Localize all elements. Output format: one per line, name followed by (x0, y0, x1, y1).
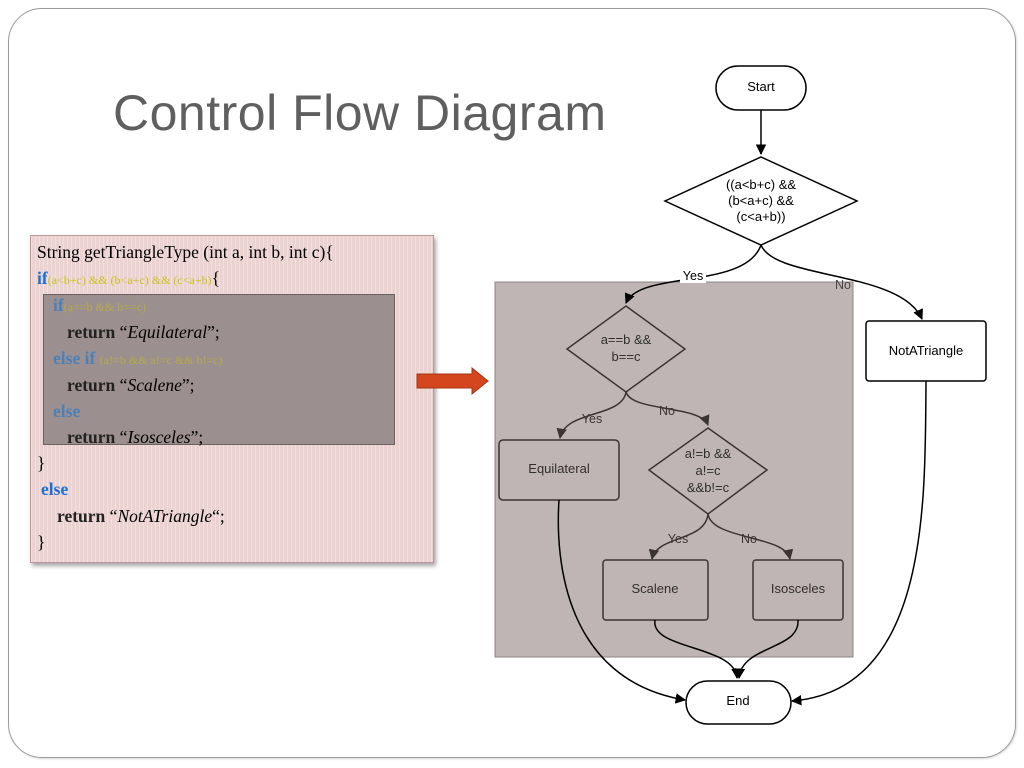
code-line-return-equilateral: return “Equilateral”; (67, 322, 220, 342)
edge-decision3-yes (648, 513, 709, 561)
edge-equilateral-to-end (557, 499, 687, 704)
code-line-return-isosceles: return “Isosceles”; (67, 427, 204, 447)
svg-text:End: End (726, 693, 749, 708)
yes-label-2: Yes (582, 412, 602, 426)
decision-triangle-check: ((a<b+c) && (b<a+c) && (c<a+b)) (663, 156, 859, 246)
edge-decision2-no (625, 391, 710, 426)
svg-text:NotATriangle: NotATriangle (889, 343, 963, 358)
code-line-final-brace: } (37, 532, 46, 552)
right-arrow-icon (416, 367, 489, 395)
code-line-outer-else: else (41, 479, 69, 499)
code-line-return-scalene: return “Scalene”; (67, 375, 195, 395)
code-line-signature: String getTriangleType (int a, int b, in… (37, 242, 334, 262)
no-label-1: No (835, 278, 851, 292)
svg-text:b==c: b==c (612, 349, 641, 364)
code-box: String getTriangleType (int a, int b, in… (30, 235, 434, 563)
edge-isosceles-to-end (734, 619, 799, 680)
edge-decision2-yes (556, 391, 627, 440)
isosceles-node: Isosceles (752, 559, 844, 621)
yes-label-1: Yes (683, 269, 703, 283)
slide-title: Control Flow Diagram (113, 85, 607, 141)
yes-label-3: Yes (668, 532, 688, 546)
code-line-outer-if: if(a<b+c) && (b<a+c) && (c<a+b){ (37, 268, 220, 288)
no-label-2: No (659, 404, 675, 418)
scalene-node: Scalene (602, 559, 709, 621)
svg-text:Equilateral: Equilateral (528, 461, 590, 476)
code-line-else: else (53, 401, 81, 421)
svg-text:&&b!=c: &&b!=c (687, 480, 730, 495)
decision-scalene-check: a!=b && a!=c &&b!=c (647, 427, 769, 515)
svg-text:a!=b &&: a!=b && (685, 446, 732, 461)
edge-not-triangle-to-end (790, 380, 927, 706)
code-line-close-brace: } (37, 453, 46, 473)
edge-decision1-no (760, 244, 923, 320)
svg-text:((a<b+c) &&: ((a<b+c) && (726, 177, 796, 192)
edge-scalene-to-end (654, 619, 742, 680)
svg-text:Start: Start (747, 79, 775, 94)
svg-text:Scalene: Scalene (632, 581, 679, 596)
end-node: End (685, 680, 792, 725)
start-node: Start (715, 65, 807, 111)
code-line-return-not-triangle: return “NotATriangle“; (57, 506, 225, 526)
code-line-inner-if: if(a==b && b==c) (53, 295, 147, 315)
equilateral-node: Equilateral (498, 439, 620, 501)
code-line-else-if: else if (a!=b && a!=c && b!=c) (53, 348, 223, 368)
highlighted-code-block (43, 294, 395, 445)
svg-text:(b<a+c) &&: (b<a+c) && (728, 193, 794, 208)
decision-equilateral-check: a==b && b==c (565, 305, 687, 393)
svg-text:Isosceles: Isosceles (771, 581, 826, 596)
svg-text:(c<a+b)): (c<a+b)) (736, 209, 785, 224)
svg-text:a==b &&: a==b && (601, 332, 652, 347)
edge-decision3-no (707, 513, 794, 561)
yes-label-bg (680, 269, 706, 283)
svg-text:a!=c: a!=c (696, 463, 721, 478)
no-label-3: No (741, 532, 757, 546)
not-a-triangle-node: NotATriangle (865, 320, 987, 382)
